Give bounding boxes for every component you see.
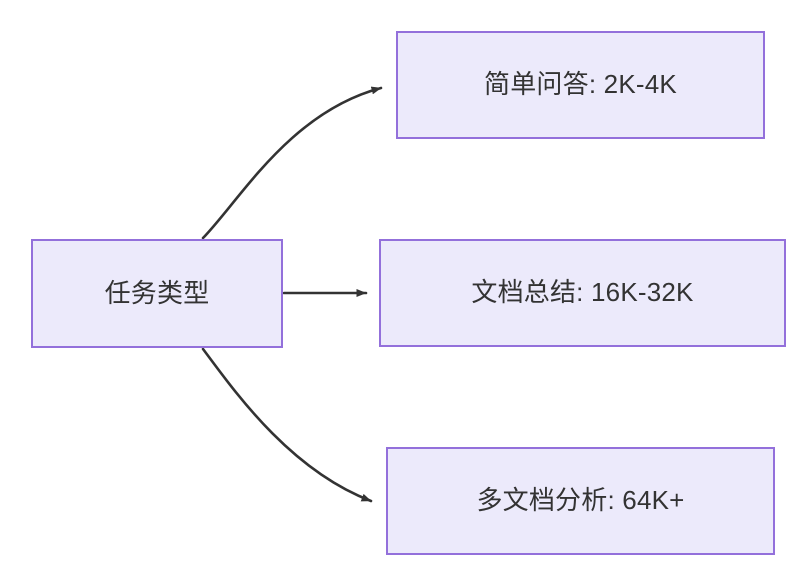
- node-doc-summary[interactable]: 文档总结: 16K-32K: [379, 239, 786, 347]
- node-multi-doc-analysis-label: 多文档分析: 64K+: [476, 485, 685, 516]
- edge-source-to-simple-qa: [201, 86, 383, 240]
- node-simple-qa-label: 简单问答: 2K-4K: [484, 69, 677, 100]
- node-doc-summary-label: 文档总结: 16K-32K: [471, 277, 694, 308]
- edge-source-to-multi-doc: [201, 347, 373, 503]
- node-multi-doc-analysis[interactable]: 多文档分析: 64K+: [386, 447, 775, 555]
- node-task-type-label: 任务类型: [104, 277, 210, 308]
- node-simple-qa[interactable]: 简单问答: 2K-4K: [396, 31, 765, 139]
- node-task-type[interactable]: 任务类型: [31, 239, 283, 348]
